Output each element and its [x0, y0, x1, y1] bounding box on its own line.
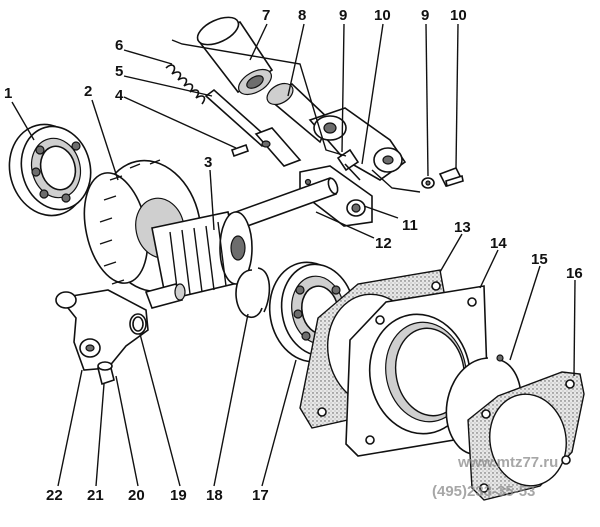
callout-14: 14	[490, 235, 507, 252]
callout-17: 17	[252, 487, 269, 504]
callout-8: 8	[298, 7, 306, 24]
callout-2: 2	[84, 83, 92, 100]
part-22-shift-fork	[55, 283, 186, 371]
leader-lines	[11, 23, 576, 487]
callout-12: 12	[375, 235, 392, 252]
callout-10-right: 10	[450, 7, 467, 24]
callout-9-right: 9	[421, 7, 429, 24]
callout-5: 5	[115, 63, 123, 80]
part-7-bushing	[196, 16, 274, 96]
callout-11: 11	[402, 217, 418, 234]
callout-9: 9	[339, 7, 347, 24]
part-4-pin	[230, 143, 250, 158]
callout-3: 3	[204, 154, 212, 171]
callout-7: 7	[262, 7, 270, 24]
callout-15: 15	[531, 251, 548, 268]
washer-9-right	[421, 177, 435, 189]
part-5-rod	[204, 88, 302, 167]
callout-19: 19	[170, 487, 187, 504]
part-1-bearing	[8, 123, 92, 217]
callout-labels: 1 2 3 4 5 6 7 8 9 10 9 10 11 12 13 14 15…	[4, 7, 583, 504]
watermark: www.mtz77.ru (495)233-35-53	[432, 454, 558, 500]
callout-1: 1	[4, 85, 12, 102]
callout-4: 4	[115, 87, 124, 104]
callout-16: 16	[566, 265, 583, 282]
callout-13: 13	[454, 219, 471, 236]
part-6-spring	[165, 64, 206, 105]
callout-20: 20	[128, 487, 145, 504]
callout-18: 18	[206, 487, 223, 504]
callout-21: 21	[87, 487, 104, 504]
callout-10: 10	[374, 7, 391, 24]
part-16-gasket	[467, 371, 585, 501]
watermark-phone: (495)233-35-53	[432, 483, 535, 500]
bolt-10-right	[438, 166, 464, 188]
callout-22: 22	[46, 487, 63, 504]
watermark-site: www.mtz77.ru	[457, 454, 558, 471]
part-21-bolt	[97, 361, 115, 386]
part-8-lever	[266, 82, 407, 181]
part-18-snap-ring	[235, 267, 271, 319]
callout-6: 6	[115, 37, 123, 54]
part-19-o-ring	[129, 313, 147, 335]
